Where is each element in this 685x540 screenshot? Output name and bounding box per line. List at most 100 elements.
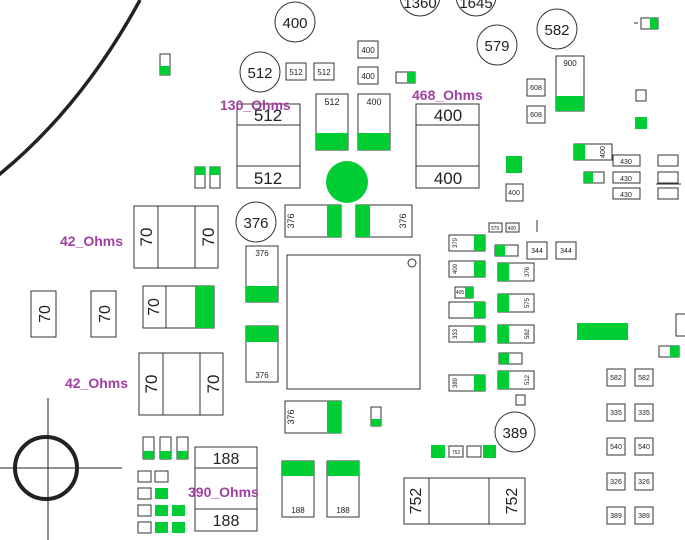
circle-label-1645: 1645 (459, 0, 492, 12)
smd-400-m (505, 183, 524, 202)
circle-label-579: 579 (484, 38, 509, 55)
inductor-752 (403, 477, 526, 525)
smd-344-b-label: 344 (560, 248, 572, 255)
large-round-pad (326, 161, 368, 203)
smd-379-small (488, 222, 503, 233)
circle-label-376: 376 (243, 215, 268, 232)
smd-344-a-label: 344 (531, 248, 543, 255)
smd-376-vertical-label: 376 (525, 266, 531, 277)
smd-608-a (526, 78, 546, 97)
smd-540-sq-b-label: 540 (638, 444, 650, 451)
smd-389-sq-b (634, 506, 654, 525)
green-square-752-right (483, 445, 496, 458)
smd-70-a (30, 290, 57, 338)
smd-70-b-label: 70 (97, 305, 114, 323)
fiducial-crosshair (0, 398, 122, 540)
cap-188-b-pad (327, 461, 359, 476)
pad-group-right-1 (657, 154, 679, 167)
smd-389-vertical-pad (474, 375, 485, 391)
smd-405-small-pad (465, 287, 473, 298)
smd-344-b (555, 241, 577, 260)
inductor-512 (236, 103, 301, 189)
cap-512-pad (316, 133, 348, 150)
smd-400-m-label: 400 (508, 190, 520, 197)
tiny-pad-pair-5-fill (499, 353, 509, 364)
cap-376-bottom-pad (246, 326, 278, 342)
smd-379-vertical-label: 379 (453, 237, 459, 248)
cap-512-label: 512 (324, 97, 339, 107)
green-bl-b (155, 505, 168, 516)
smd-430-a-label: 430 (620, 159, 632, 166)
tiny-vertical-4-pad (371, 419, 381, 426)
smd-335-sq-a (606, 403, 626, 422)
green-bl-a (155, 488, 168, 499)
tiny-bl-6 (137, 487, 152, 500)
smd-335-sq-a-label: 335 (610, 410, 622, 417)
circle-label-400: 400 (282, 15, 307, 32)
smd-335-sq-b-label: 335 (638, 410, 650, 417)
circle-pad-376 (235, 201, 277, 243)
tiny-bl-1-pad (143, 451, 154, 459)
smd-512-vertical-label: 512 (525, 374, 531, 385)
inductor-70-a-right-label: 70 (199, 228, 218, 247)
inductor-188-top-label: 188 (213, 451, 240, 468)
smd-430-c-label: 430 (620, 192, 632, 199)
smd-376-vertical-pad (498, 263, 509, 281)
smd-512-b-label: 512 (317, 68, 331, 77)
inductor-752-right-label: 752 (504, 488, 521, 515)
cap-400-pad (358, 133, 390, 150)
green-square-2 (506, 156, 522, 173)
circle-pad-582 (536, 8, 578, 50)
smd-540-sq-a (606, 437, 626, 456)
circle-pad-579 (476, 24, 518, 66)
circle-label-512: 512 (247, 65, 272, 82)
tiny-pad-pair-1-fill (407, 72, 415, 83)
tiny-bl-8 (137, 521, 152, 534)
smd-400-small (505, 222, 520, 233)
smd-582-vertical-pad (498, 325, 509, 343)
smd-582-sq-b (634, 368, 654, 387)
smd-430-a (612, 154, 641, 167)
smd-582-sq-b-label: 582 (638, 375, 650, 382)
inductor-188-bottom-label: 188 (213, 513, 240, 530)
cap-376-top-label: 376 (255, 249, 269, 258)
circle-pad-389 (494, 411, 536, 453)
smd-379-vertical-pad (474, 235, 485, 251)
cap-400-label: 400 (366, 97, 381, 107)
annotation-390-ohms: 390_Ohms (188, 484, 259, 500)
pad-group-right-3 (657, 187, 679, 200)
inductor-512-bottom-label: 512 (254, 169, 282, 188)
annotation-42-ohms-lower: 42_Ohms (65, 375, 128, 391)
tiny-bl-4 (137, 470, 152, 483)
green-bl-e (172, 522, 185, 533)
annotation-468-ohms: 468_Ohms (412, 87, 483, 103)
cap-376-left-label: 376 (286, 213, 296, 228)
circle-label-1360: 1360 (403, 0, 436, 12)
smd-400-vertical-2-label: 400 (453, 263, 459, 274)
smd-70-a-label: 70 (37, 305, 54, 323)
smd-335-sq-b (634, 403, 654, 422)
smd-430-c (612, 187, 641, 200)
cap-376-left-pad (327, 205, 341, 237)
annotation-42-ohms-upper: 42_Ohms (60, 233, 123, 249)
smd-582-sq-a-label: 582 (610, 375, 622, 382)
smd-400-small-label: 400 (508, 226, 517, 232)
tiny-pad-pair-4-fill (495, 245, 505, 256)
smd-326-sq-a-label: 326 (610, 479, 622, 486)
tiny-bl-7 (137, 504, 152, 517)
circle-label-389: 389 (502, 425, 527, 442)
smd-582-sq-a (606, 368, 626, 387)
cap-70-pad (195, 286, 214, 328)
smd-900-label: 900 (563, 59, 577, 68)
smd-389-sq-b-label: 389 (638, 513, 650, 520)
smd-512-a (285, 62, 307, 81)
cap-376-horizontal-pad (327, 401, 341, 433)
smd-389-vertical-label: 389 (453, 377, 459, 388)
green-square-1 (635, 117, 647, 129)
smd-400-vertical-3-pad (474, 302, 485, 318)
cap-188-b-label: 188 (336, 506, 350, 515)
tiny-pad-pair-6-fill (670, 346, 679, 357)
green-bl-c (172, 505, 185, 516)
smd-608-b-label: 608 (530, 112, 542, 119)
